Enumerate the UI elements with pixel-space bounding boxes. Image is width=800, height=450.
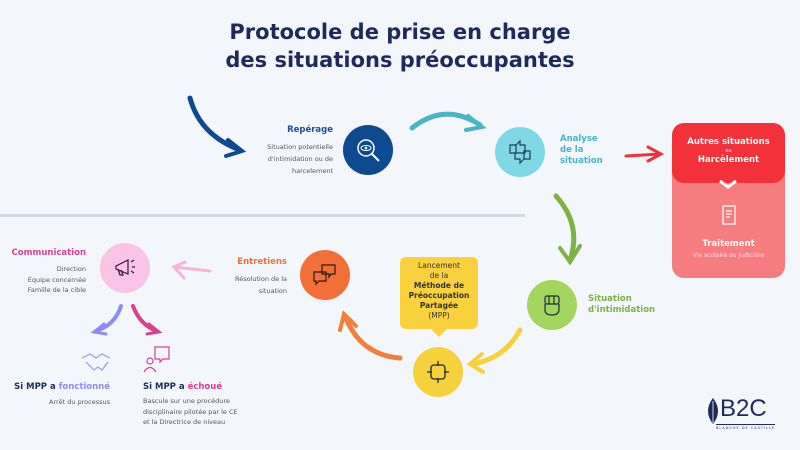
communication-desc: Direction [56,265,86,273]
mpp-line: Lancement [418,261,460,270]
mpp-bold-line: Partagée [419,301,459,310]
logo-subtitle: BLANCHE DE CASTILLE [716,424,776,430]
mpp-box: Lancement de la Méthode de Préoccupation… [400,257,478,329]
arrow-to-intimidation [553,193,577,263]
other-title-2: Harcèlement [697,155,760,165]
scroll-document-icon [722,205,736,225]
fail-word: échoué [187,382,223,392]
analyse-label-line: Analyse [560,134,598,144]
mpp-bold-line: Préoccupation [408,291,470,300]
success-outcome: Si MPP a fonctionné Arrêt du processus [0,382,110,408]
success-word: fonctionné [58,382,110,392]
entretiens-label: Entretiens [237,257,287,267]
person-speech-icon [143,346,170,373]
communication-desc: Équipe concernée [27,275,86,284]
reperage-text: Repérage Situation potentielle d'intimid… [240,125,333,177]
fail-outcome: Si MPP a échoué Bascule sur une procédur… [143,382,283,428]
intimidation-label: Situation d'intimidation [588,294,655,316]
hands-together-icon [413,347,463,397]
other-situations-card: Autres situations ou Harcèlement Traitem… [672,123,785,278]
reperage-desc: Situation potentielle [267,143,333,151]
chat-bubbles-icon [300,250,350,300]
chevron-down-icon [719,179,737,189]
arrow-start [187,95,243,153]
success-desc: Arrêt du processus [49,398,110,406]
analyse-label-line: de la [560,145,584,155]
megaphone-icon [100,243,150,293]
other-ou: ou [725,148,732,154]
other-title: Autres situations [687,137,770,147]
entretiens-text: Entretiens Résolution de la situation [200,257,287,297]
logo-text: B2C [720,395,767,422]
title-line-1: Protocole de prise en charge [229,20,571,44]
intimidation-label-line: Situation [588,294,632,304]
analyse-label: Analyse de la situation [560,134,603,167]
fail-prefix: Si MPP a [143,382,188,392]
reperage-desc: d'intimidation ou de [267,155,333,163]
mpp-pointer [430,328,448,337]
entretiens-desc: Résolution de la [234,275,287,283]
communication-text: Communication Direction Équipe concernée… [0,248,86,296]
mpp-bold-line: Méthode de [413,281,465,290]
communication-label: Communication [11,248,86,258]
handshake-icon [81,353,110,371]
arrow-to-other [624,152,662,158]
reperage-desc: harcelement [291,167,333,175]
leaf-icon [708,398,718,424]
communication-desc: Famille de la cible [27,286,86,294]
reperage-label: Repérage [287,125,333,135]
b2c-logo: B2C BLANCHE DE CASTILLE [706,395,778,435]
divider [0,214,525,217]
title-line-2: des situations préoccupantes [225,48,575,72]
page-title: Protocole de prise en charge des situati… [0,18,800,74]
fist-icon [527,280,577,330]
treatment-desc: Vie scolaire ou Judicière [692,252,765,259]
arrow-to-mpp [470,327,523,367]
entretiens-desc: situation [258,287,287,295]
success-prefix: Si MPP a [14,382,59,392]
magnifier-icon [343,125,393,175]
fail-desc: Bascule sur une procédure [143,397,230,405]
analyse-label-line: situation [560,156,603,166]
fail-desc: disciplinaire pilotée par le CE [143,407,238,416]
intimidation-label-line: d'intimidation [588,305,656,315]
fail-desc: et la Directrice de niveau [143,418,226,426]
mpp-line: de la [429,271,449,280]
mpp-abbr: (MPP) [428,311,450,320]
thumbs-icon [495,127,545,177]
treatment-label: Traitement [702,239,755,249]
arrow-to-entretiens [342,313,403,361]
arrow-to-communication [173,265,212,273]
